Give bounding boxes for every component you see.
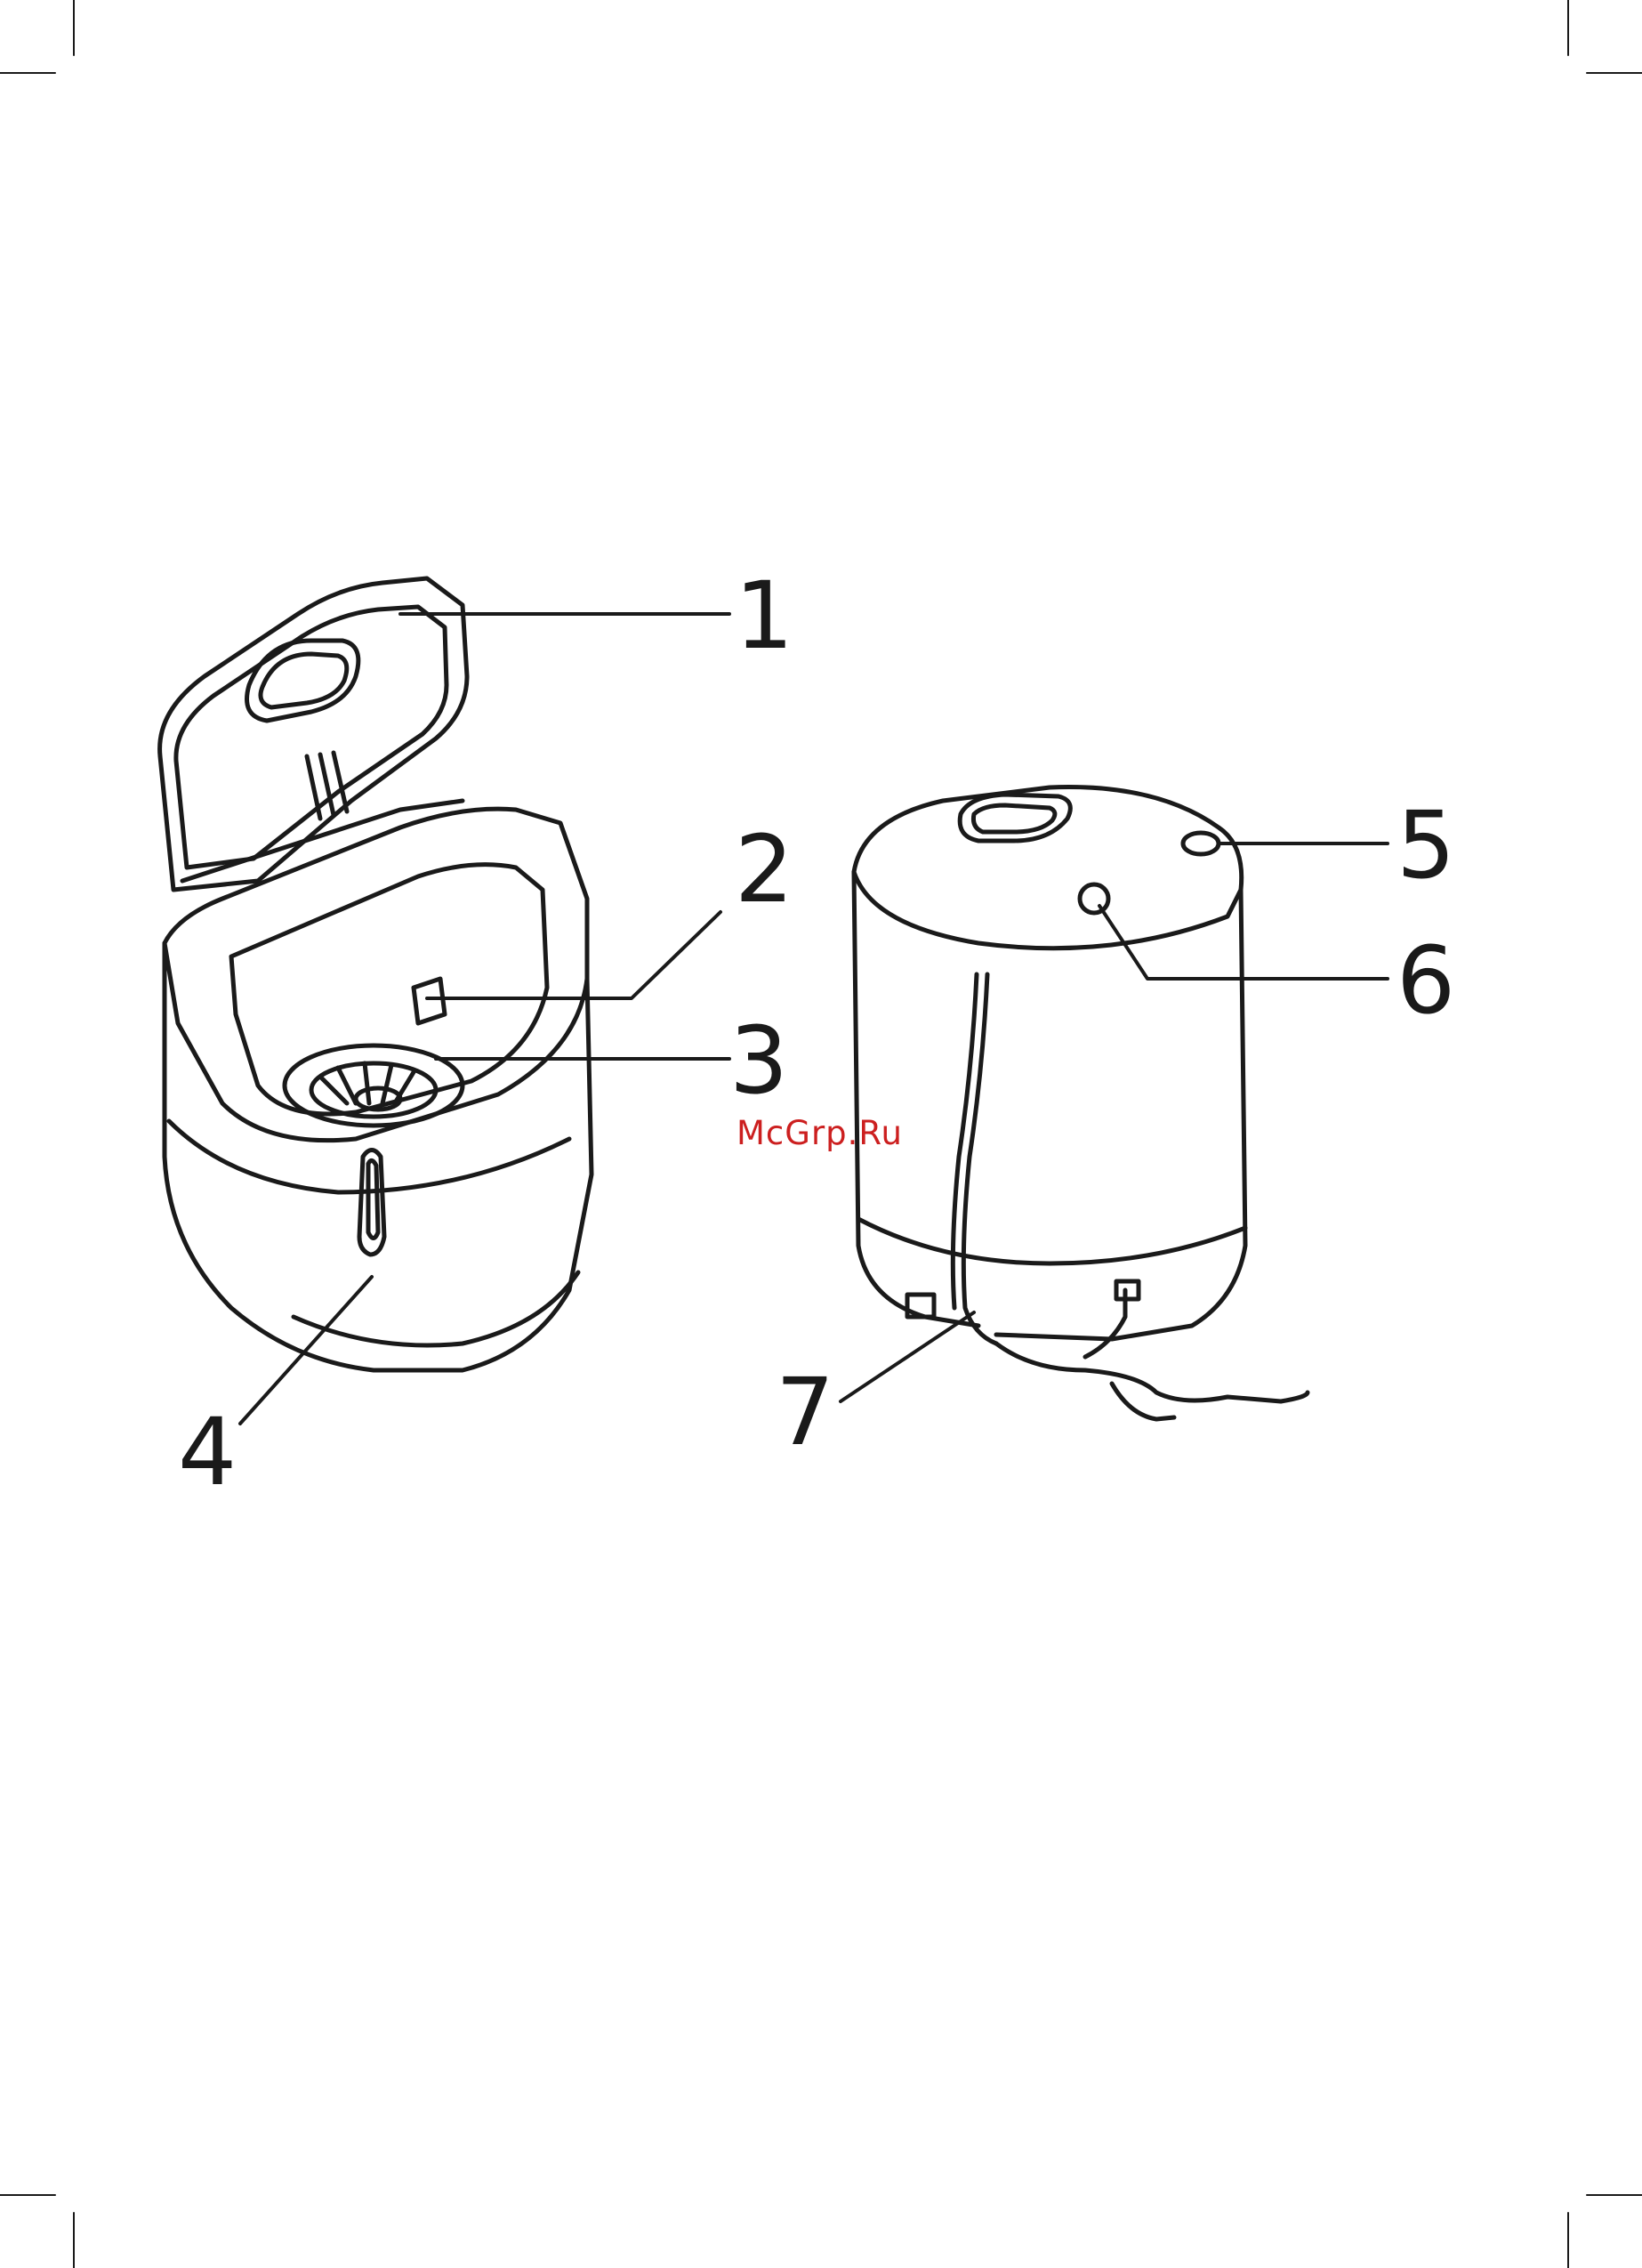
- washer-open-lid: [160, 578, 592, 1370]
- callout-7: 7: [776, 1366, 834, 1458]
- leader-lines: [240, 614, 1388, 1424]
- washer-closed-rear: [854, 787, 1308, 1419]
- watermark: McGrp.Ru: [736, 1114, 903, 1152]
- callout-4: 4: [178, 1406, 237, 1498]
- callout-3: 3: [729, 1014, 788, 1107]
- callout-2: 2: [735, 823, 793, 916]
- callout-5: 5: [1397, 799, 1455, 892]
- callout-1: 1: [735, 569, 793, 662]
- callout-6: 6: [1397, 934, 1455, 1027]
